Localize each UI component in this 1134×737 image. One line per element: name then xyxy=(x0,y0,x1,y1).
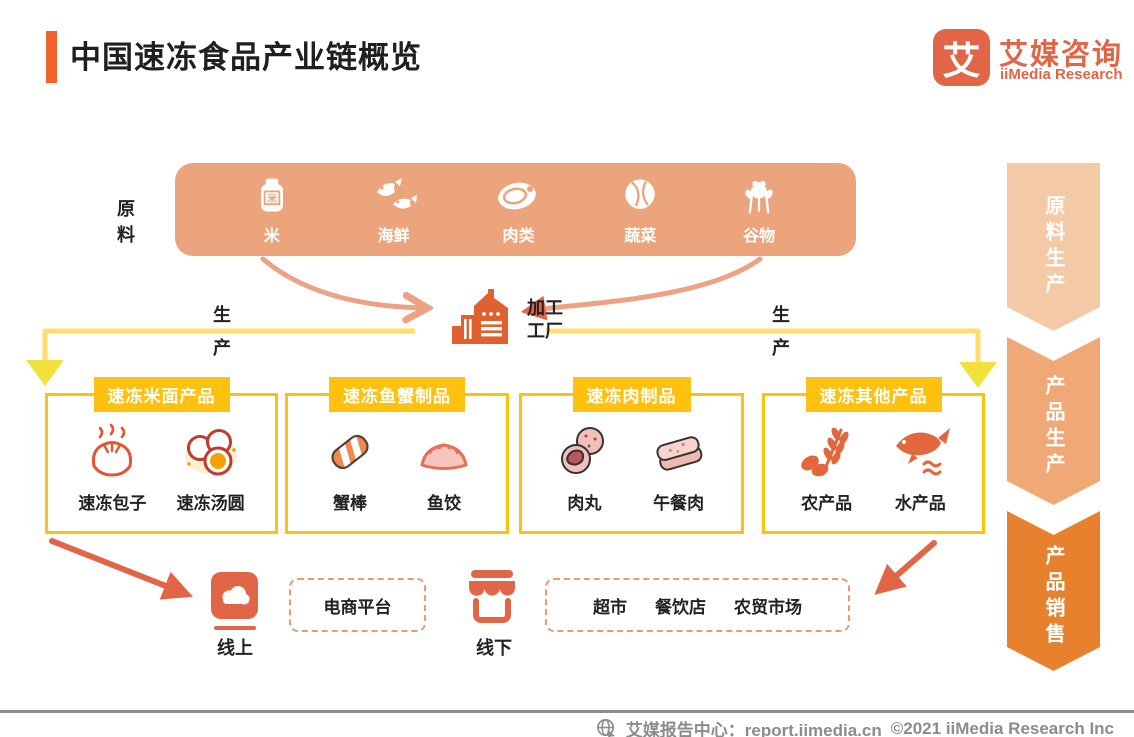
luncheon-meat-icon xyxy=(656,436,703,471)
product-item-label: 肉丸 xyxy=(567,494,602,513)
product-item-label: 速冻汤圆 xyxy=(176,494,245,513)
factory-icon xyxy=(452,289,508,344)
fish-dumpling-icon xyxy=(420,443,468,470)
product-item: 蟹棒 xyxy=(318,420,382,514)
product-item: 水产品 xyxy=(888,420,952,514)
logo-name-en: iiMedia Research xyxy=(1000,66,1123,83)
outlet-label: 农贸市场 xyxy=(734,597,802,617)
aquatic-fish-icon xyxy=(896,428,951,476)
cloud-icon xyxy=(211,572,258,619)
product-item: 速冻包子 xyxy=(78,420,146,514)
logo-symbol: 艾 xyxy=(942,41,981,83)
page-title: 中国速冻食品产业链概览 xyxy=(70,40,422,75)
footer: 艾媒报告中心：report.iimedia.cn ©2021 iiMedia R… xyxy=(596,716,1114,737)
stage-label: 产品销售 xyxy=(1042,545,1064,649)
product-item-label: 水产品 xyxy=(894,494,946,513)
ecommerce-platform-label: 电商平台 xyxy=(323,597,392,617)
meat-icon xyxy=(498,182,537,209)
raw-item-rice: 米 米 xyxy=(250,174,294,246)
storefront-icon xyxy=(469,570,515,623)
meatball-icon xyxy=(561,427,605,474)
stage-raw-material-production: 原料生产 xyxy=(1007,163,1100,331)
raw-materials-label: 原料 xyxy=(117,199,135,246)
raw-item-label: 海鲜 xyxy=(377,227,410,245)
raw-item-label: 肉类 xyxy=(502,227,535,245)
raw-materials-bar: 米 米 海鲜 肉类 xyxy=(175,163,856,256)
product-item-label: 农产品 xyxy=(801,494,853,513)
product-item-label: 速冻包子 xyxy=(78,494,147,513)
outlet-label: 超市 xyxy=(593,597,627,617)
globe-cursor-icon xyxy=(596,719,615,737)
outlet-label: 餐饮店 xyxy=(655,597,706,617)
product-item: 午餐肉 xyxy=(647,420,711,514)
yellow-arrowhead-right xyxy=(959,362,997,388)
raw-item-label: 谷物 xyxy=(743,227,776,245)
product-box-tag: 速冻肉制品 xyxy=(572,377,691,412)
sales-arrow-left xyxy=(49,538,193,600)
product-box-other: 速冻其他产品 农产品 xyxy=(762,377,985,534)
production-label-left: 生产 xyxy=(213,305,231,359)
footer-copyright: ©2021 iiMedia Research Inc xyxy=(890,718,1114,737)
raw-item-label: 蔬菜 xyxy=(624,227,657,245)
product-item: 肉丸 xyxy=(552,420,616,514)
title-accent-bar xyxy=(46,31,57,83)
raw-item-grain: 谷物 xyxy=(737,174,781,246)
curved-arrow-left xyxy=(260,256,425,308)
offline-outlets-box: 超市 餐饮店 农贸市场 xyxy=(545,578,850,632)
offline-label: 线下 xyxy=(476,638,512,658)
raw-item-meat: 肉类 xyxy=(493,174,543,246)
production-label-right: 生产 xyxy=(772,305,790,359)
product-item: 农产品 xyxy=(795,420,859,514)
product-box-meat: 速冻肉制品 肉丸 xyxy=(519,377,744,534)
product-box-fish-crab: 速冻鱼蟹制品 蟹棒 xyxy=(285,377,509,534)
product-box-tag: 速冻米面产品 xyxy=(93,377,230,412)
raw-item-seafood: 海鲜 xyxy=(369,174,419,246)
yellow-arrowhead-left xyxy=(26,360,64,386)
product-item: 速冻汤圆 xyxy=(177,420,245,514)
fish-pair-icon xyxy=(376,177,417,209)
rice-bag-icon: 米 xyxy=(260,178,283,212)
product-item-label: 鱼饺 xyxy=(427,494,461,513)
wheat-produce-icon xyxy=(800,427,849,477)
ecommerce-platform-box: 电商平台 xyxy=(289,578,426,632)
production-line-right xyxy=(546,328,981,362)
sales-arrow-right xyxy=(874,540,937,595)
online-label: 线上 xyxy=(217,638,253,658)
footer-source: 艾媒报告中心：report.iimedia.cn xyxy=(625,721,882,737)
product-box-rice-noodle: 速冻米面产品 速冻包子 xyxy=(45,377,278,534)
stage-label: 原料生产 xyxy=(1042,195,1064,299)
logo-name-cn: 艾媒咨询 xyxy=(999,39,1124,71)
stage-label: 产品生产 xyxy=(1042,375,1064,479)
grain-icon xyxy=(745,180,773,214)
product-item-label: 午餐肉 xyxy=(653,494,705,513)
raw-item-vegetable: 蔬菜 xyxy=(618,174,662,246)
product-box-tag: 速冻其他产品 xyxy=(805,377,942,412)
vegetable-icon xyxy=(625,179,655,209)
product-item: 鱼饺 xyxy=(412,420,476,514)
tangyuan-icon xyxy=(184,429,237,476)
iimedia-logo-icon: 艾 xyxy=(933,29,990,86)
crab-stick-icon xyxy=(331,432,369,472)
baozi-icon xyxy=(92,423,133,477)
raw-item-label: 米 xyxy=(263,227,280,245)
stage-product-production: 产品生产 xyxy=(1007,337,1100,505)
svg-text:米: 米 xyxy=(266,191,278,204)
stage-product-sales: 产品销售 xyxy=(1007,511,1100,671)
product-box-tag: 速冻鱼蟹制品 xyxy=(329,377,465,412)
footer-divider xyxy=(0,710,1134,713)
online-underline xyxy=(214,626,256,630)
factory-label: 加工工厂 xyxy=(527,298,563,342)
product-item-label: 蟹棒 xyxy=(333,494,367,513)
